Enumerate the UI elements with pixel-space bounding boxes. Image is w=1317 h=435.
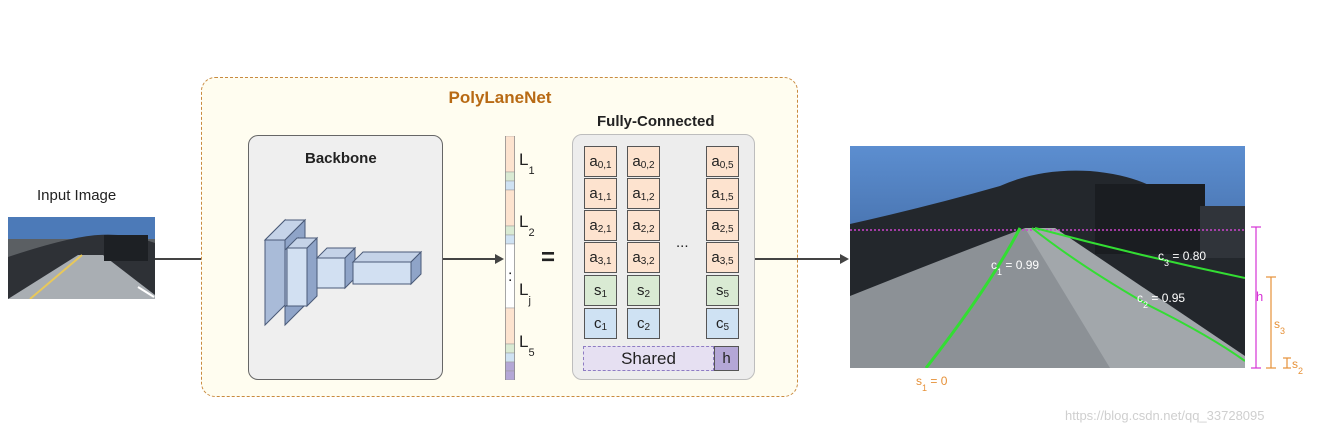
start-s2-label: s2	[1292, 357, 1304, 377]
lane-vector-label-5: L5	[519, 332, 535, 360]
start-s3-label: s3	[1274, 317, 1286, 337]
lane-vector-label-1: L1	[519, 150, 535, 178]
input-image	[8, 217, 155, 299]
output-dimensions	[1251, 226, 1291, 369]
fully-connected-label: Fully-Connected	[597, 113, 715, 130]
equals-sign: =	[541, 244, 556, 271]
lane-vector-label-2: L2	[519, 212, 535, 240]
output-image	[850, 146, 1245, 368]
output-vector-segments	[505, 136, 515, 380]
watermark: https://blog.csdn.net/qq_33728095	[1065, 408, 1265, 423]
shared-box: Shared	[583, 346, 714, 371]
lane-vector-label-j: Lj	[519, 280, 531, 308]
height-label: h	[1256, 289, 1264, 304]
start-s1-label: s1 = 0	[916, 374, 948, 394]
confidence-c1: c1 = 0.99	[991, 258, 1040, 278]
vertical-dots: :	[508, 268, 513, 285]
arrow-output	[755, 254, 849, 264]
shared-h-box: h	[714, 346, 739, 371]
confidence-c2: c2 = 0.95	[1137, 291, 1186, 311]
backbone-label: Backbone	[305, 150, 377, 167]
input-image-label: Input Image	[37, 187, 117, 204]
ellipsis: ...	[676, 234, 689, 251]
arrow-backbone	[443, 254, 504, 264]
backbone-layers-icon	[263, 218, 423, 327]
polylanenet-title: PolyLaneNet	[448, 88, 552, 107]
confidence-c3: c3 = 0.80	[1158, 249, 1207, 269]
